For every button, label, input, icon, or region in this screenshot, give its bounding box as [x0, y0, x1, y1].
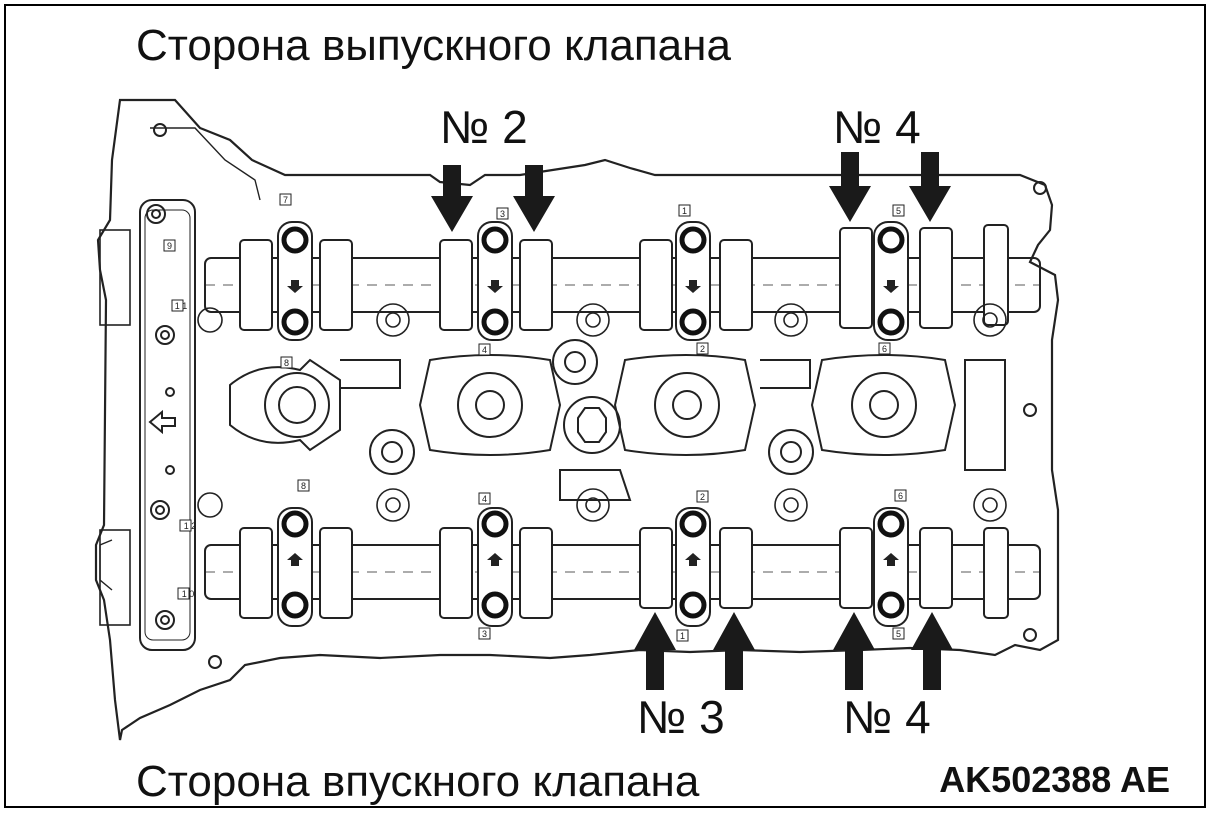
cap-bolts [281, 226, 905, 619]
cap-number: 5 [896, 206, 901, 216]
cap-number: 4 [482, 345, 487, 355]
cap-number: 1 [680, 631, 685, 641]
cap-number: 5 [896, 629, 901, 639]
cap-direction-marks [287, 280, 899, 566]
cap-number: 8 [284, 358, 289, 368]
spark-plug-bosses [153, 123, 1047, 669]
side-number: 1 1 [175, 301, 188, 311]
arrow-up-icon [833, 612, 875, 690]
side-number: 1 0 [182, 589, 195, 599]
arrow-down-icon [431, 165, 473, 232]
cap-number: 6 [898, 491, 903, 501]
side-number: 9 [167, 241, 172, 251]
side-number: 1 2 [184, 521, 197, 531]
arrow-down-icon [829, 152, 871, 222]
exhaust-journal-2-label: № 2 [440, 101, 528, 153]
camshafts [204, 257, 1041, 600]
timing-side-plate [139, 199, 196, 651]
arrow-up-icon [634, 612, 676, 690]
cap-number: 1 [682, 206, 687, 216]
intake-journal-arrows [634, 612, 953, 690]
cap-number: 2 [700, 344, 705, 354]
cap-number: 3 [482, 629, 487, 639]
cap-number: 8 [301, 481, 306, 491]
cap-number: 4 [482, 494, 487, 504]
intake-journal-3-label: № 3 [637, 691, 725, 743]
bearing-caps [277, 221, 909, 627]
exhaust-side-label: Сторона выпускного клапана [136, 21, 731, 70]
valve-tappets [197, 303, 1007, 522]
cap-number-text: 7 3 1 5 8 4 2 6 8 4 2 6 3 1 5 9 1 1 1 2 … [167, 195, 903, 641]
exhaust-cam-lobes [239, 224, 1009, 331]
arrow-up-icon [713, 612, 755, 690]
intake-journal-4-label: № 4 [843, 691, 931, 743]
cap-number: 7 [283, 195, 288, 205]
intake-cam-lobes [239, 527, 1009, 619]
figure-code: AK502388 AE [939, 759, 1170, 800]
cap-number: 6 [882, 344, 887, 354]
cap-number: 3 [500, 209, 505, 219]
intake-side-label: Сторона впускного клапана [136, 757, 700, 806]
exhaust-journal-4-label: № 4 [833, 101, 921, 153]
cap-number: 2 [700, 492, 705, 502]
arrow-up-icon [911, 612, 953, 690]
arrow-down-icon [909, 152, 951, 222]
cap-number-boxes [163, 193, 907, 642]
exhaust-journal-arrows [431, 152, 951, 232]
arrow-down-icon [513, 165, 555, 232]
